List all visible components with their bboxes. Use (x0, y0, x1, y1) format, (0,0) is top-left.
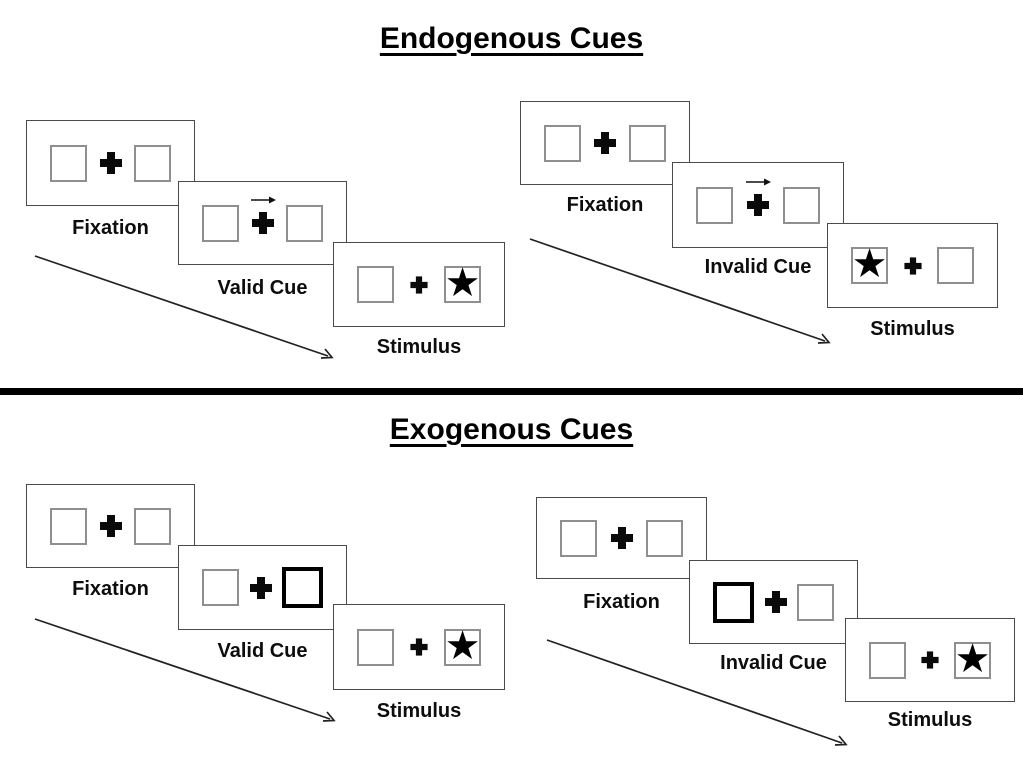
star-stimulus-icon: ★ (851, 241, 888, 287)
fixation-area (592, 132, 618, 154)
panel-label: Invalid Cue (720, 652, 827, 674)
endogenous-valid-cue-panel (178, 181, 347, 265)
section-title-endogenous: Endogenous Cues (379, 22, 644, 55)
placeholder-box-right (646, 519, 683, 557)
panel-label: Stimulus (887, 709, 973, 731)
highlighted-cue-box-right (282, 567, 323, 608)
endogenous-invalid-fixation-panel (520, 101, 690, 185)
placeholder-box-left (50, 144, 87, 182)
panel-label: Stimulus (870, 318, 955, 340)
placeholder-box-right (797, 583, 834, 621)
fixation-cross-icon (410, 638, 428, 656)
target-box-right: ★ (444, 260, 481, 306)
star-stimulus-icon: ★ (444, 622, 481, 669)
placeholder-box-left (357, 628, 394, 666)
placeholder-box-left (544, 124, 581, 162)
placeholder-box-left (202, 204, 239, 242)
placeholder-box-left (560, 519, 597, 557)
panel-label: Fixation (583, 591, 660, 613)
placeholder-box-left (50, 507, 87, 545)
star-stimulus-icon: ★ (954, 635, 991, 682)
exogenous-invalid-stimulus-panel: ★ (845, 618, 1015, 702)
exogenous-valid-cue-panel (178, 545, 347, 630)
panel-label: Valid Cue (217, 277, 308, 299)
fixation-cross-icon (251, 212, 274, 234)
endogenous-valid-stimulus-panel: ★ (333, 242, 505, 327)
sequence-arrow-icon (34, 618, 336, 722)
placeholder-box-right (783, 186, 820, 224)
fixation-area (406, 636, 432, 658)
section-divider (0, 388, 1023, 395)
fixation-cross-icon (921, 651, 939, 669)
star-stimulus-icon: ★ (444, 260, 481, 306)
fixation-area (250, 196, 276, 234)
fixation-cross-icon (99, 515, 122, 537)
panel-label: Stimulus (376, 336, 462, 358)
exogenous-invalid-fixation-panel (536, 497, 707, 579)
fixation-cross-icon (99, 152, 122, 174)
section-title-exogenous: Exogenous Cues (389, 413, 634, 446)
fixation-cross-icon (594, 132, 616, 154)
cue-arrow-right-icon (250, 196, 276, 204)
endogenous-invalid-cue-panel (672, 162, 844, 248)
panel-label: Fixation (72, 217, 149, 239)
panel-label: Fixation (72, 578, 149, 600)
target-box-left: ★ (851, 241, 888, 287)
target-box-right: ★ (444, 622, 481, 669)
panel-label: Stimulus (376, 700, 462, 722)
fixation-area (98, 515, 124, 537)
placeholder-box-right (629, 124, 666, 162)
endogenous-valid-fixation-panel (26, 120, 195, 206)
fixation-area (98, 152, 124, 174)
sequence-arrow-icon (34, 255, 334, 359)
exogenous-valid-fixation-panel (26, 484, 195, 568)
placeholder-box-left (869, 641, 906, 679)
fixation-area (900, 255, 926, 277)
target-box-right: ★ (954, 635, 991, 682)
placeholder-box-right (937, 247, 974, 284)
exogenous-valid-stimulus-panel: ★ (333, 604, 505, 690)
placeholder-box-right (134, 144, 171, 182)
fixation-area (248, 576, 274, 599)
fixation-cross-icon (249, 576, 272, 599)
fixation-area (406, 274, 432, 296)
fixation-area (745, 178, 771, 216)
fixation-cross-icon (410, 275, 428, 294)
fixation-area (917, 649, 943, 671)
fixation-area (609, 527, 635, 549)
highlighted-cue-box-left (713, 581, 754, 623)
fixation-cross-icon (747, 194, 769, 216)
panel-label: Fixation (566, 194, 644, 216)
placeholder-box-right (286, 204, 323, 242)
exogenous-invalid-cue-panel (689, 560, 858, 644)
sequence-arrow-icon (529, 238, 831, 344)
placeholder-box-right (134, 507, 171, 545)
panel-label: Valid Cue (217, 640, 308, 662)
fixation-area (763, 591, 789, 613)
cue-arrow-right-icon (746, 178, 771, 186)
fixation-cross-icon (903, 256, 922, 275)
sequence-arrow-icon (546, 639, 848, 746)
panel-label: Invalid Cue (704, 256, 812, 278)
endogenous-invalid-stimulus-panel: ★ (827, 223, 998, 308)
fixation-cross-icon (610, 527, 633, 549)
placeholder-box-left (202, 569, 239, 606)
placeholder-box-left (357, 266, 394, 303)
fixation-cross-icon (764, 591, 787, 613)
placeholder-box-left (696, 186, 733, 224)
